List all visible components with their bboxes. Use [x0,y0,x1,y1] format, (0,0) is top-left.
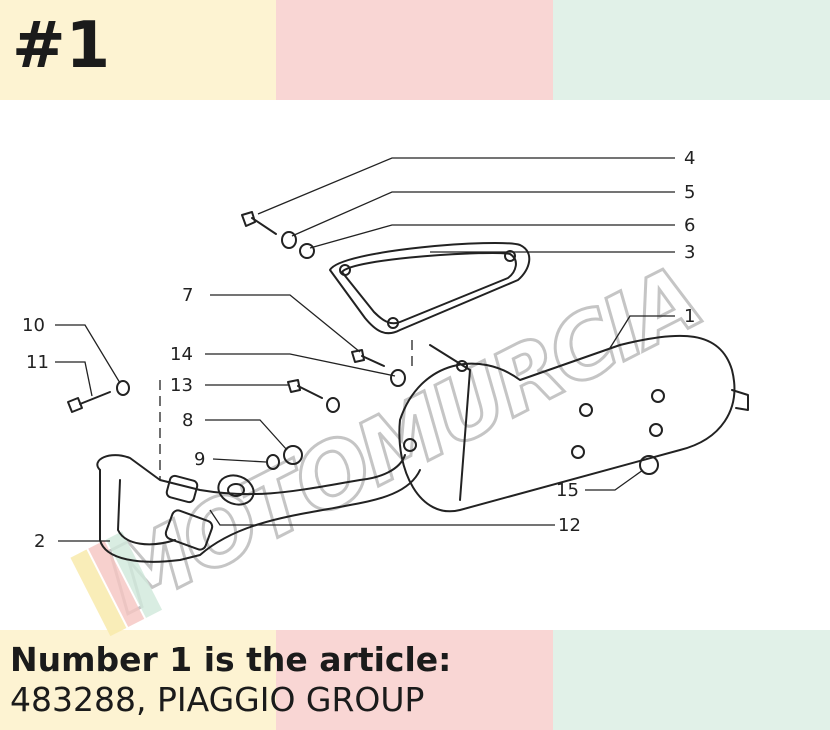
callout-10: 10 [22,315,45,336]
band-pink [276,0,553,100]
washer-13 [326,397,340,413]
bracket-hole [456,360,468,372]
heat-shield [329,241,531,335]
washer-5 [281,231,297,249]
gasket-12 [217,474,255,506]
band-pink [276,630,553,730]
caption-title: Number 1 is the article: [10,640,452,679]
heat-shield-plate [329,241,531,335]
callout-labels: 4 5 6 3 1 7 14 13 8 9 10 11 12 2 15 [22,148,695,552]
washer-14 [390,369,406,387]
heat-shield-inner [341,252,517,325]
muffler-body [398,334,736,513]
callout-5: 5 [684,182,695,203]
leader-5 [291,191,675,237]
callout-1: 1 [684,306,695,327]
callout-2: 2 [34,531,45,552]
top-color-band [0,0,830,100]
callout-11: 11 [26,352,49,373]
watermark-logo: MOTOMURCIA [70,245,716,637]
leader-11 [55,361,93,397]
muffler-outlet [731,389,749,411]
leader-15 [585,469,644,491]
bolt-13 [287,379,323,399]
nut-15 [639,455,659,475]
caption-detail: 483288, PIAGGIO GROUP [10,680,425,719]
callout-7: 7 [182,285,193,306]
leader-1 [609,315,675,349]
leader-9 [212,458,267,463]
callout-9: 9 [194,449,205,470]
bolt-7 [351,349,385,367]
leader-7 [210,294,361,353]
muffler [398,334,749,513]
leader-10 [55,324,121,384]
band-yellow [0,0,276,100]
heat-shield-hole [339,264,351,276]
gaskets [165,474,255,506]
watermark-stripe-pink [88,540,145,628]
muffler-bracket [429,344,471,501]
leader-4 [257,157,675,215]
bolt-4 [241,211,277,235]
bottom-color-band [0,630,830,730]
muffler-stud [649,423,663,437]
leader-lines [55,157,675,542]
callout-13: 13 [170,375,193,396]
callout-14: 14 [170,344,193,365]
pipe-lower [99,469,421,563]
gasket-12-hole [227,483,245,497]
leader-6 [309,224,675,249]
nut-8 [283,445,303,465]
fasteners [67,211,659,475]
pipe-flange [164,509,214,551]
washer-9 [266,454,280,470]
callout-6: 6 [684,215,695,236]
muffler-stud [579,403,593,417]
band-green [553,0,830,100]
bracket-bushing [403,438,417,452]
leader-14 [205,353,396,377]
figure-number: #1 [12,9,111,83]
nut-6 [299,243,315,259]
band-yellow [0,630,276,730]
callout-3: 3 [684,242,695,263]
heat-shield-hole [387,317,399,329]
leader-12 [209,509,555,526]
callout-4: 4 [684,148,695,169]
callout-8: 8 [182,410,193,431]
watermark-stripe-yellow [70,549,127,637]
heat-shield-hole [504,250,516,262]
callout-12: 12 [558,515,581,536]
muffler-stud [571,445,585,459]
pipe-upper [96,454,406,496]
washer-10 [116,380,130,396]
bolt-11 [67,391,111,413]
gasket-flange [165,474,199,504]
callout-15: 15 [556,480,579,501]
watermark-stripe-green [106,531,163,618]
pipe-inner-curve [117,479,176,546]
exhaust-pipe [96,454,421,563]
muffler-stud [651,389,665,403]
leader-8 [205,419,288,451]
band-green [553,630,830,730]
